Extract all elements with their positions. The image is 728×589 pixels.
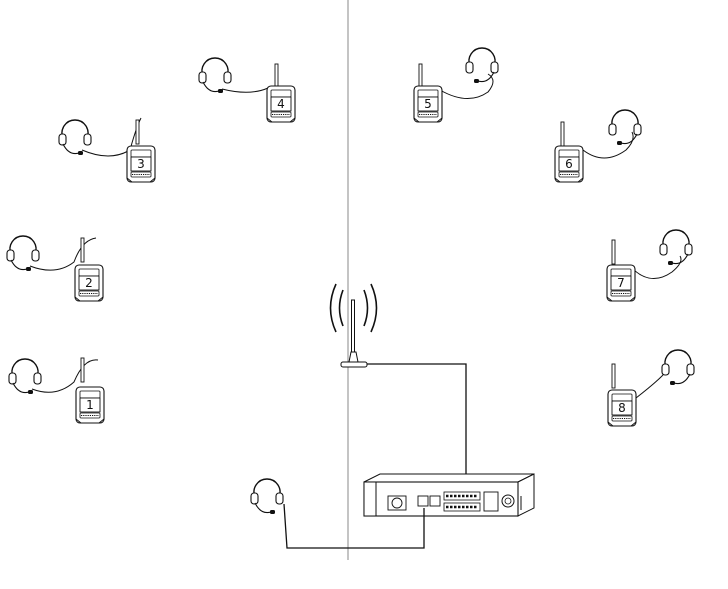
antenna-icon xyxy=(329,283,378,368)
beltpack-7: 7 xyxy=(606,229,693,302)
antenna-cable xyxy=(367,363,467,478)
headset-icon xyxy=(6,235,40,272)
headset-icon xyxy=(58,119,92,156)
pack-number-7: 7 xyxy=(617,276,625,290)
beltpack-5: 5 xyxy=(413,47,499,123)
headset-cable xyxy=(283,503,425,549)
pack-number-2: 2 xyxy=(85,276,93,290)
headset-icon xyxy=(8,358,42,395)
headset-icon xyxy=(608,109,642,146)
headset-icon xyxy=(659,229,693,266)
pack-number-8: 8 xyxy=(618,401,626,415)
beltpack-3: 3 xyxy=(58,117,156,183)
headset-icon xyxy=(465,47,499,84)
pack-number-3: 3 xyxy=(137,157,145,171)
headset-icon xyxy=(661,349,695,386)
beltpack-6: 6 xyxy=(554,109,642,183)
beltpack-1: 1 xyxy=(8,357,105,424)
beltpack-4: 4 xyxy=(198,57,296,123)
pack-number-4: 4 xyxy=(277,97,285,111)
beltpack-2: 2 xyxy=(6,235,104,302)
headset-icon xyxy=(198,57,232,94)
pack-number-5: 5 xyxy=(424,97,432,111)
pack-number-1: 1 xyxy=(86,398,94,412)
base-station-icon xyxy=(363,473,535,517)
beltpack-8: 8 xyxy=(607,349,695,427)
pack-number-6: 6 xyxy=(565,157,573,171)
headset-icon xyxy=(250,478,284,515)
